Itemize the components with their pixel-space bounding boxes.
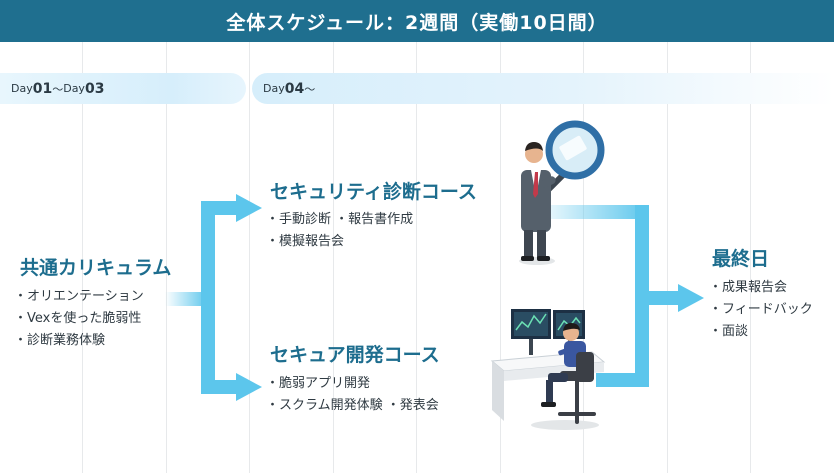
grid-line [500, 42, 501, 473]
background-grid [0, 42, 834, 473]
timeline-band-day04: Day 04 〜 [252, 73, 834, 104]
list-item: オリエンテーション [14, 286, 144, 308]
flow-branch-bottom [201, 380, 237, 394]
flow-merge-out [649, 291, 679, 305]
final-day-list: 成果報告会 フィードバック 面談 [709, 277, 813, 343]
list-item: 成果報告会 [709, 277, 813, 299]
flow-branch-top [201, 201, 237, 215]
list-item: 手動診断 ・報告書作成 [266, 209, 413, 231]
band-prefix: Day [263, 82, 285, 95]
band-day-number: 01 [32, 80, 53, 97]
list-item: スクラム開発体験 ・発表会 [266, 395, 439, 417]
grid-line [583, 42, 584, 473]
magnifier-businessman-icon [519, 120, 605, 265]
band-day-number: 04 [284, 80, 305, 97]
band-separator: 〜 [52, 82, 64, 96]
page-title: 全体スケジュール：2週間（実働10日間） [0, 0, 834, 42]
list-item: フィードバック [709, 299, 813, 321]
band-prefix: Day [63, 82, 85, 95]
flow-stem [165, 292, 208, 306]
common-curriculum-title: 共通カリキュラム [20, 257, 172, 279]
list-item: Vexを使った脆弱性 [14, 308, 144, 330]
list-item: 模擬報告会 [266, 231, 413, 253]
common-curriculum-list: オリエンテーション Vexを使った脆弱性 診断業務体験 [14, 286, 144, 352]
flow-merge-top [549, 205, 649, 219]
final-day-title: 最終日 [712, 248, 770, 270]
arrow-head-icon [236, 373, 262, 401]
arrow-head-icon [678, 284, 704, 312]
band-separator: 〜 [304, 82, 316, 96]
dev-course-list: 脆弱アプリ開発 スクラム開発体験 ・発表会 [266, 373, 439, 417]
grid-line [333, 42, 334, 473]
list-item: 面談 [709, 321, 813, 343]
grid-line [166, 42, 167, 473]
list-item: 脆弱アプリ開発 [266, 373, 439, 395]
dev-course-title: セキュア開発コース [270, 344, 440, 366]
developer-at-desk-icon [490, 309, 606, 430]
flow-branch-vertical [201, 201, 215, 394]
arrow-head-icon [236, 194, 262, 222]
grid-line [416, 42, 417, 473]
timeline-band-day01-03: Day 01 〜 Day 03 [0, 73, 246, 104]
grid-line [82, 42, 83, 473]
flow-merge-vertical [635, 205, 649, 387]
security-course-title: セキュリティ診断コース [270, 181, 477, 203]
band-prefix: Day [11, 82, 33, 95]
security-course-list: 手動診断 ・報告書作成 模擬報告会 [266, 209, 413, 253]
grid-line [249, 42, 250, 473]
list-item: 診断業務体験 [14, 330, 144, 352]
band-day-number: 03 [84, 80, 105, 97]
grid-line [750, 42, 751, 473]
grid-line [667, 42, 668, 473]
